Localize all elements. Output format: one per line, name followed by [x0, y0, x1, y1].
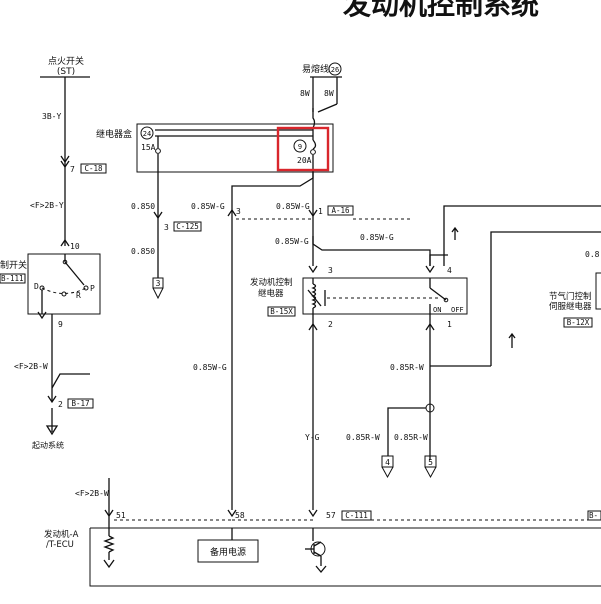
ecu-pin-58: 58: [235, 511, 245, 520]
pin-3-mid: 3: [236, 207, 241, 216]
conn-b12x: B-12X: [567, 318, 590, 327]
relay-pin-3: 3: [328, 266, 333, 275]
fusible-link-label: 易熔线: [302, 63, 329, 75]
ecu-pin-51: 51: [116, 511, 126, 520]
fuse-20a-number: 9: [298, 143, 302, 151]
fusible-link-number: 26: [331, 66, 339, 74]
relay-on: ON: [433, 306, 441, 314]
wire-085wg-2: 0.85W-G: [276, 202, 310, 211]
relay-off: OFF: [451, 306, 464, 314]
pin-9: 9: [58, 320, 63, 329]
connector-arrow: [60, 238, 70, 247]
backup-power-label: 备用电源: [210, 546, 246, 558]
throttle-name-1: 节气门控制: [549, 291, 592, 302]
wire-3by: 3B-Y: [42, 112, 61, 121]
conn-b111-left: B-111: [1, 274, 24, 283]
cut-085: 0.8: [585, 250, 600, 259]
relay-box-label: 继电器盒: [96, 128, 132, 140]
wire-f2bw-1: <F>2B-W: [14, 362, 48, 371]
conn-b15x: B-15X: [270, 307, 293, 316]
highlight-box: [276, 126, 330, 172]
ground-3-number: 3: [156, 279, 161, 288]
wire-085rw-2: 0.85R-W: [346, 433, 380, 442]
wire-0850-b: 0.850: [131, 247, 155, 256]
ground-5-number: 5: [428, 458, 433, 467]
ecu-pin-57: 57: [326, 511, 336, 520]
engine-control-relay: [302, 277, 468, 315]
relay-pin-1: 1: [447, 320, 452, 329]
wire-f2bw-2: <F>2B-W: [75, 489, 109, 498]
pin-7: 7: [70, 165, 75, 174]
relay-pin-4: 4: [447, 266, 452, 275]
ground-4-number: 4: [385, 458, 390, 467]
pin-1-a16: 1: [318, 207, 323, 216]
ign-switch-pos: (ST): [57, 67, 75, 77]
wire-085rw-1: 0.85R-W: [390, 363, 424, 372]
relay-name-1: 发动机控制: [250, 277, 293, 288]
wire-8w-b: 8W: [324, 89, 334, 98]
wire-yg: Y-G: [305, 433, 320, 442]
wire-085wg-3: 0.85W-G: [275, 237, 309, 246]
pos-p: P: [90, 284, 95, 293]
ecu-name-2: /T-ECU: [46, 540, 74, 550]
start-system-label: 起动系统: [32, 440, 64, 450]
ign-switch-label: 点火开关: [48, 55, 84, 67]
pos-r: R: [76, 291, 81, 300]
throttle-name-2: 伺服继电器: [549, 301, 592, 312]
pin-2: 2: [58, 400, 63, 409]
pin-10: 10: [70, 242, 80, 251]
relay-pin-2: 2: [328, 320, 333, 329]
ecu-name-1: 发动机-A: [44, 529, 79, 540]
wire-0850-a: 0.850: [131, 202, 155, 211]
pin-3-c125: 3: [164, 223, 169, 232]
pos-d: D: [34, 282, 39, 291]
fuse-20a: 20A: [297, 156, 312, 165]
throttle-servo-relay: [595, 272, 601, 310]
inhibitor-switch-box: [27, 253, 101, 315]
relay-box-number: 24: [143, 130, 151, 138]
cut-conn: B-: [589, 511, 598, 520]
conn-c111: C-111: [345, 511, 368, 520]
fuse-15a: 15A: [141, 143, 156, 152]
inhibitor-switch-label: 制开关: [0, 259, 27, 271]
connector-arrow: [60, 155, 70, 169]
backup-power-box: [197, 539, 259, 563]
wire-085wg-5: 0.85W-G: [360, 233, 394, 242]
wire-8w-a: 8W: [300, 89, 310, 98]
conn-a16: A-16: [331, 206, 350, 215]
page-title: 发动机控制系统: [342, 0, 539, 21]
conn-c18: C-18: [84, 164, 103, 173]
wire-085wg-1: 0.85W-G: [191, 202, 225, 211]
relay-name-2: 继电器: [258, 288, 284, 299]
wire-085wg-4: 0.85W-G: [193, 363, 227, 372]
conn-b17: B-17: [71, 399, 89, 408]
wire-f2by: <F>2B-Y: [30, 201, 64, 210]
ecu-box: [89, 527, 601, 587]
conn-c125: C-125: [176, 222, 199, 231]
relay-box: [136, 123, 334, 173]
wire-085rw-3: 0.85R-W: [394, 433, 428, 442]
